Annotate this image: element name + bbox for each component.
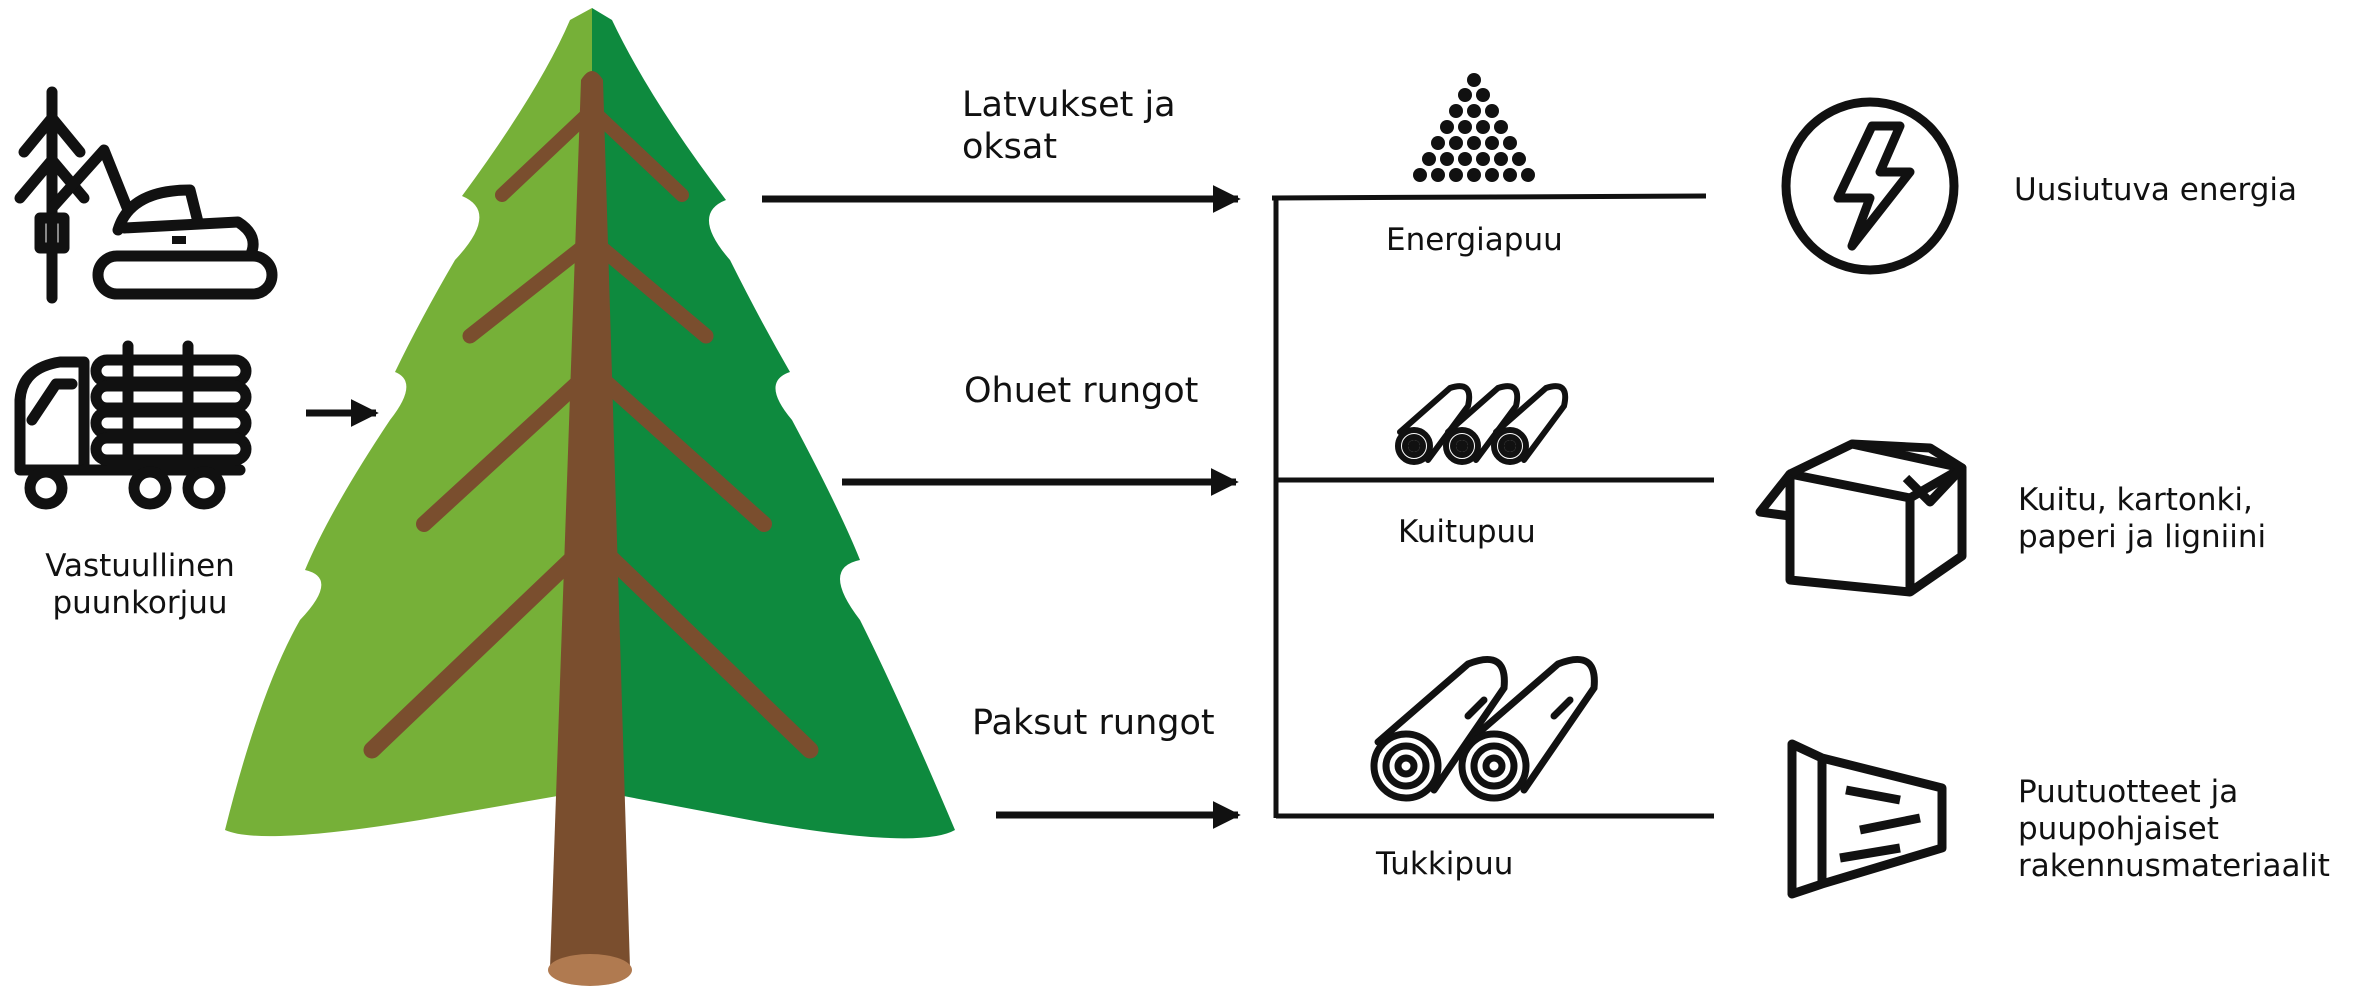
harvest-label-line1: Vastuullinen bbox=[45, 548, 235, 584]
pulp-products-label: Kuitu, kartonki, paperi ja ligniini bbox=[2018, 482, 2266, 556]
timber-truck-icon bbox=[14, 340, 252, 510]
lightning-icon bbox=[1781, 97, 1959, 275]
tree-trunk bbox=[550, 71, 630, 968]
energy-wood-label: Energiapuu bbox=[1386, 222, 1563, 258]
saw-log-label: Tukkipuu bbox=[1376, 846, 1514, 882]
timber-products-line3: rakennusmateriaalit bbox=[2018, 848, 2330, 885]
energy-wood-pile-icon bbox=[1413, 73, 1535, 182]
tops-label: Latvukset ja oksat bbox=[962, 84, 1176, 168]
timber-products-line2: puupohjaiset bbox=[2018, 811, 2219, 848]
tops-label-line2: oksat bbox=[962, 127, 1058, 167]
trunk-cut-end bbox=[548, 954, 632, 986]
timber-board-icon bbox=[1787, 739, 1947, 899]
pulp-products-line1: Kuitu, kartonki, bbox=[2018, 482, 2253, 518]
thin-stems-label: Ohuet rungot bbox=[964, 371, 1199, 411]
pulpwood-label: Kuitupuu bbox=[1398, 514, 1536, 550]
thick-stems-label: Paksut rungot bbox=[972, 703, 1215, 743]
pulpwood-logs-icon bbox=[1395, 383, 1569, 465]
sorting-bracket bbox=[1271, 193, 1714, 819]
pulp-products-line2: paperi ja ligniini bbox=[2018, 519, 2267, 556]
saw-logs-icon bbox=[1370, 656, 1598, 802]
tops-label-line1: Latvukset ja bbox=[962, 85, 1176, 125]
harvest-label-line2: puunkorjuu bbox=[52, 585, 228, 622]
tree-illustration bbox=[225, 8, 955, 986]
cardboard-box-icon bbox=[1755, 439, 1967, 597]
harvest-label: Vastuullinen puunkorjuu bbox=[20, 548, 260, 622]
timber-products-line1: Puutuotteet ja bbox=[2018, 774, 2239, 810]
harvester-icon bbox=[14, 86, 278, 304]
timber-products-label: Puutuotteet ja puupohjaiset rakennusmate… bbox=[2018, 774, 2330, 886]
renewable-energy-label: Uusiutuva energia bbox=[2014, 172, 2298, 208]
